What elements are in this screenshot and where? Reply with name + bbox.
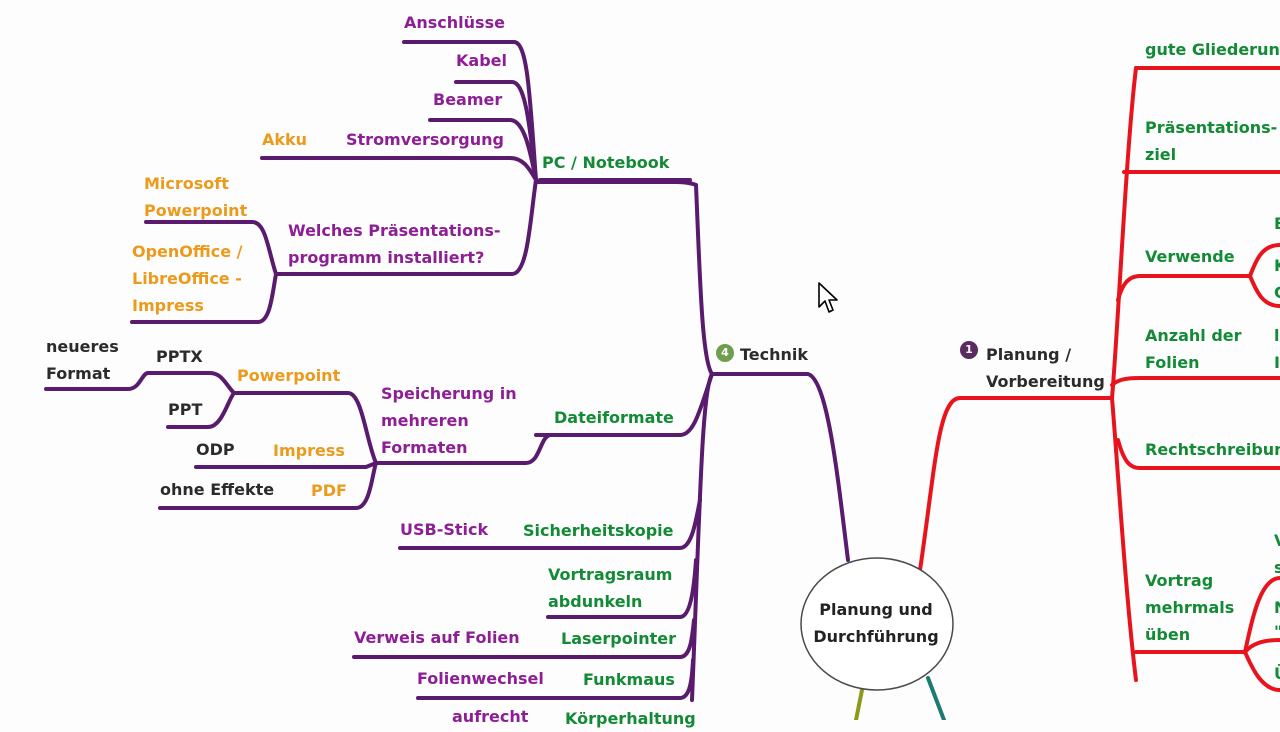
pdf-node[interactable]: PDF — [311, 481, 347, 500]
impress-node[interactable]: Impress — [273, 441, 345, 460]
rechtschreibung-node[interactable]: Rechtschreibung — [1145, 440, 1280, 459]
ppt-node[interactable]: PPT — [168, 400, 203, 419]
microsoft-powerpoint-node[interactable]: Microsoft Powerpoint — [144, 174, 248, 220]
planung-topic[interactable]: Planung / Vorbereitung — [986, 345, 1105, 391]
speicherung-node[interactable]: Speicherung in mehreren Formaten — [381, 384, 517, 457]
anschluesse-node[interactable]: Anschlüsse — [404, 13, 505, 32]
impress-connector — [238, 461, 378, 469]
ppt-connector — [166, 391, 236, 429]
dateiformate-node[interactable]: Dateiformate — [554, 408, 674, 427]
pptx-node[interactable]: PPTX — [156, 347, 203, 366]
center-topic-bubble — [800, 557, 954, 691]
technik-main-connector — [710, 372, 850, 562]
aufrecht-node[interactable]: aufrecht — [452, 707, 529, 726]
koerperhaltung-node[interactable]: Körperhaltung — [565, 709, 696, 728]
stromversorgung-connector — [310, 156, 538, 182]
center-topic-line2: Durchführung — [813, 627, 939, 646]
kabel-node[interactable]: Kabel — [456, 51, 507, 70]
technik-topic[interactable]: Technik — [740, 345, 809, 364]
funkmaus-connector — [416, 658, 695, 700]
neueres-format-node[interactable]: neueres Format — [46, 337, 119, 383]
planung-main-connector — [918, 396, 1114, 572]
neueres-format-connector — [44, 371, 150, 391]
pptx-connector — [146, 371, 236, 395]
praesentationsprogramm-connector — [274, 178, 538, 276]
pc-notebook-connector — [534, 180, 698, 187]
verwende-node[interactable]: Verwende — [1145, 247, 1235, 266]
powerpoint-node[interactable]: Powerpoint — [237, 366, 341, 385]
folienwechsel-node[interactable]: Folienwechsel — [417, 669, 544, 688]
stromversorgung-node[interactable]: Stromversorgung — [346, 130, 504, 149]
beamer-connector — [428, 118, 538, 182]
dateiformate-connector — [534, 372, 714, 437]
anzahl-connector — [1110, 376, 1280, 387]
funkmaus-node[interactable]: Funkmaus — [583, 670, 675, 689]
vortrag-sub-c[interactable]: N — [1274, 594, 1280, 621]
verwende-sub-c[interactable]: G — [1274, 279, 1280, 306]
usb-stick-node[interactable]: USB-Stick — [400, 520, 489, 539]
vortrag-ueben-node[interactable]: Vortrag mehrmals üben — [1145, 571, 1235, 644]
vortrag-sub-a[interactable]: V — [1274, 527, 1280, 554]
verweis-node[interactable]: Verweis auf Folien — [354, 628, 520, 647]
beamer-node[interactable]: Beamer — [433, 90, 503, 109]
pdf-connector — [276, 461, 378, 510]
verwende-connector — [1116, 274, 1252, 302]
mouse-pointer-icon — [818, 282, 838, 313]
laserpointer-connector — [352, 618, 696, 659]
akku-node[interactable]: Akku — [262, 130, 308, 149]
vortrag-sub-bracket — [1243, 576, 1280, 692]
anzahl-sub-b[interactable]: I — [1274, 353, 1280, 372]
ohne-effekte-node[interactable]: ohne Effekte — [160, 480, 275, 499]
olive-branch-stub — [854, 688, 864, 720]
vortrag-sub-e[interactable]: Ü — [1274, 660, 1280, 687]
center-topic[interactable]: Planung und Durchführung — [800, 596, 952, 650]
speicherung-connector — [374, 433, 552, 465]
technik-branch-lines — [44, 40, 850, 702]
anzahl-folien-node[interactable]: Anzahl der Folien — [1145, 326, 1242, 372]
vortragsraum-connector — [546, 558, 698, 619]
sicherheitskopie-connector — [398, 498, 702, 550]
verwende-sub-a[interactable]: B — [1274, 210, 1280, 237]
powerpoint-connector — [232, 391, 378, 465]
vortrag-sub-d[interactable]: " — [1274, 618, 1280, 645]
openoffice-connector — [130, 272, 278, 324]
odp-node[interactable]: ODP — [196, 440, 235, 459]
laserpointer-node[interactable]: Laserpointer — [561, 629, 676, 648]
vortrag-sub-b[interactable]: s — [1274, 558, 1280, 577]
verwende-sub-bracket — [1248, 243, 1280, 308]
anzahl-sub-a[interactable]: l — [1274, 326, 1280, 345]
center-topic-line1: Planung und — [819, 600, 933, 619]
vortragsraum-node[interactable]: Vortragsraum abdunkeln — [548, 565, 673, 611]
planung-trunk — [1110, 66, 1138, 682]
praesentationsziel-node[interactable]: Präsentations- ziel — [1145, 118, 1278, 164]
technik-number-badge: 4 — [716, 344, 734, 362]
openoffice-node[interactable]: OpenOffice / LibreOffice - Impress — [132, 242, 243, 315]
praesentationsprogramm-node[interactable]: Welches Präsentations- programm installi… — [288, 221, 501, 267]
pc-notebook-node[interactable]: PC / Notebook — [542, 153, 670, 172]
teal-branch-stub — [926, 676, 946, 720]
microsoft-connector — [144, 220, 278, 276]
planung-branch-lines — [918, 66, 1280, 692]
gliederung-node[interactable]: gute Gliederung — [1145, 40, 1280, 59]
verwende-sub-b[interactable]: K — [1274, 252, 1280, 279]
rechtschreibung-connector — [1116, 438, 1280, 470]
sicherheitskopie-node[interactable]: Sicherheitskopie — [523, 521, 674, 540]
planung-number-badge: 1 — [960, 341, 978, 359]
